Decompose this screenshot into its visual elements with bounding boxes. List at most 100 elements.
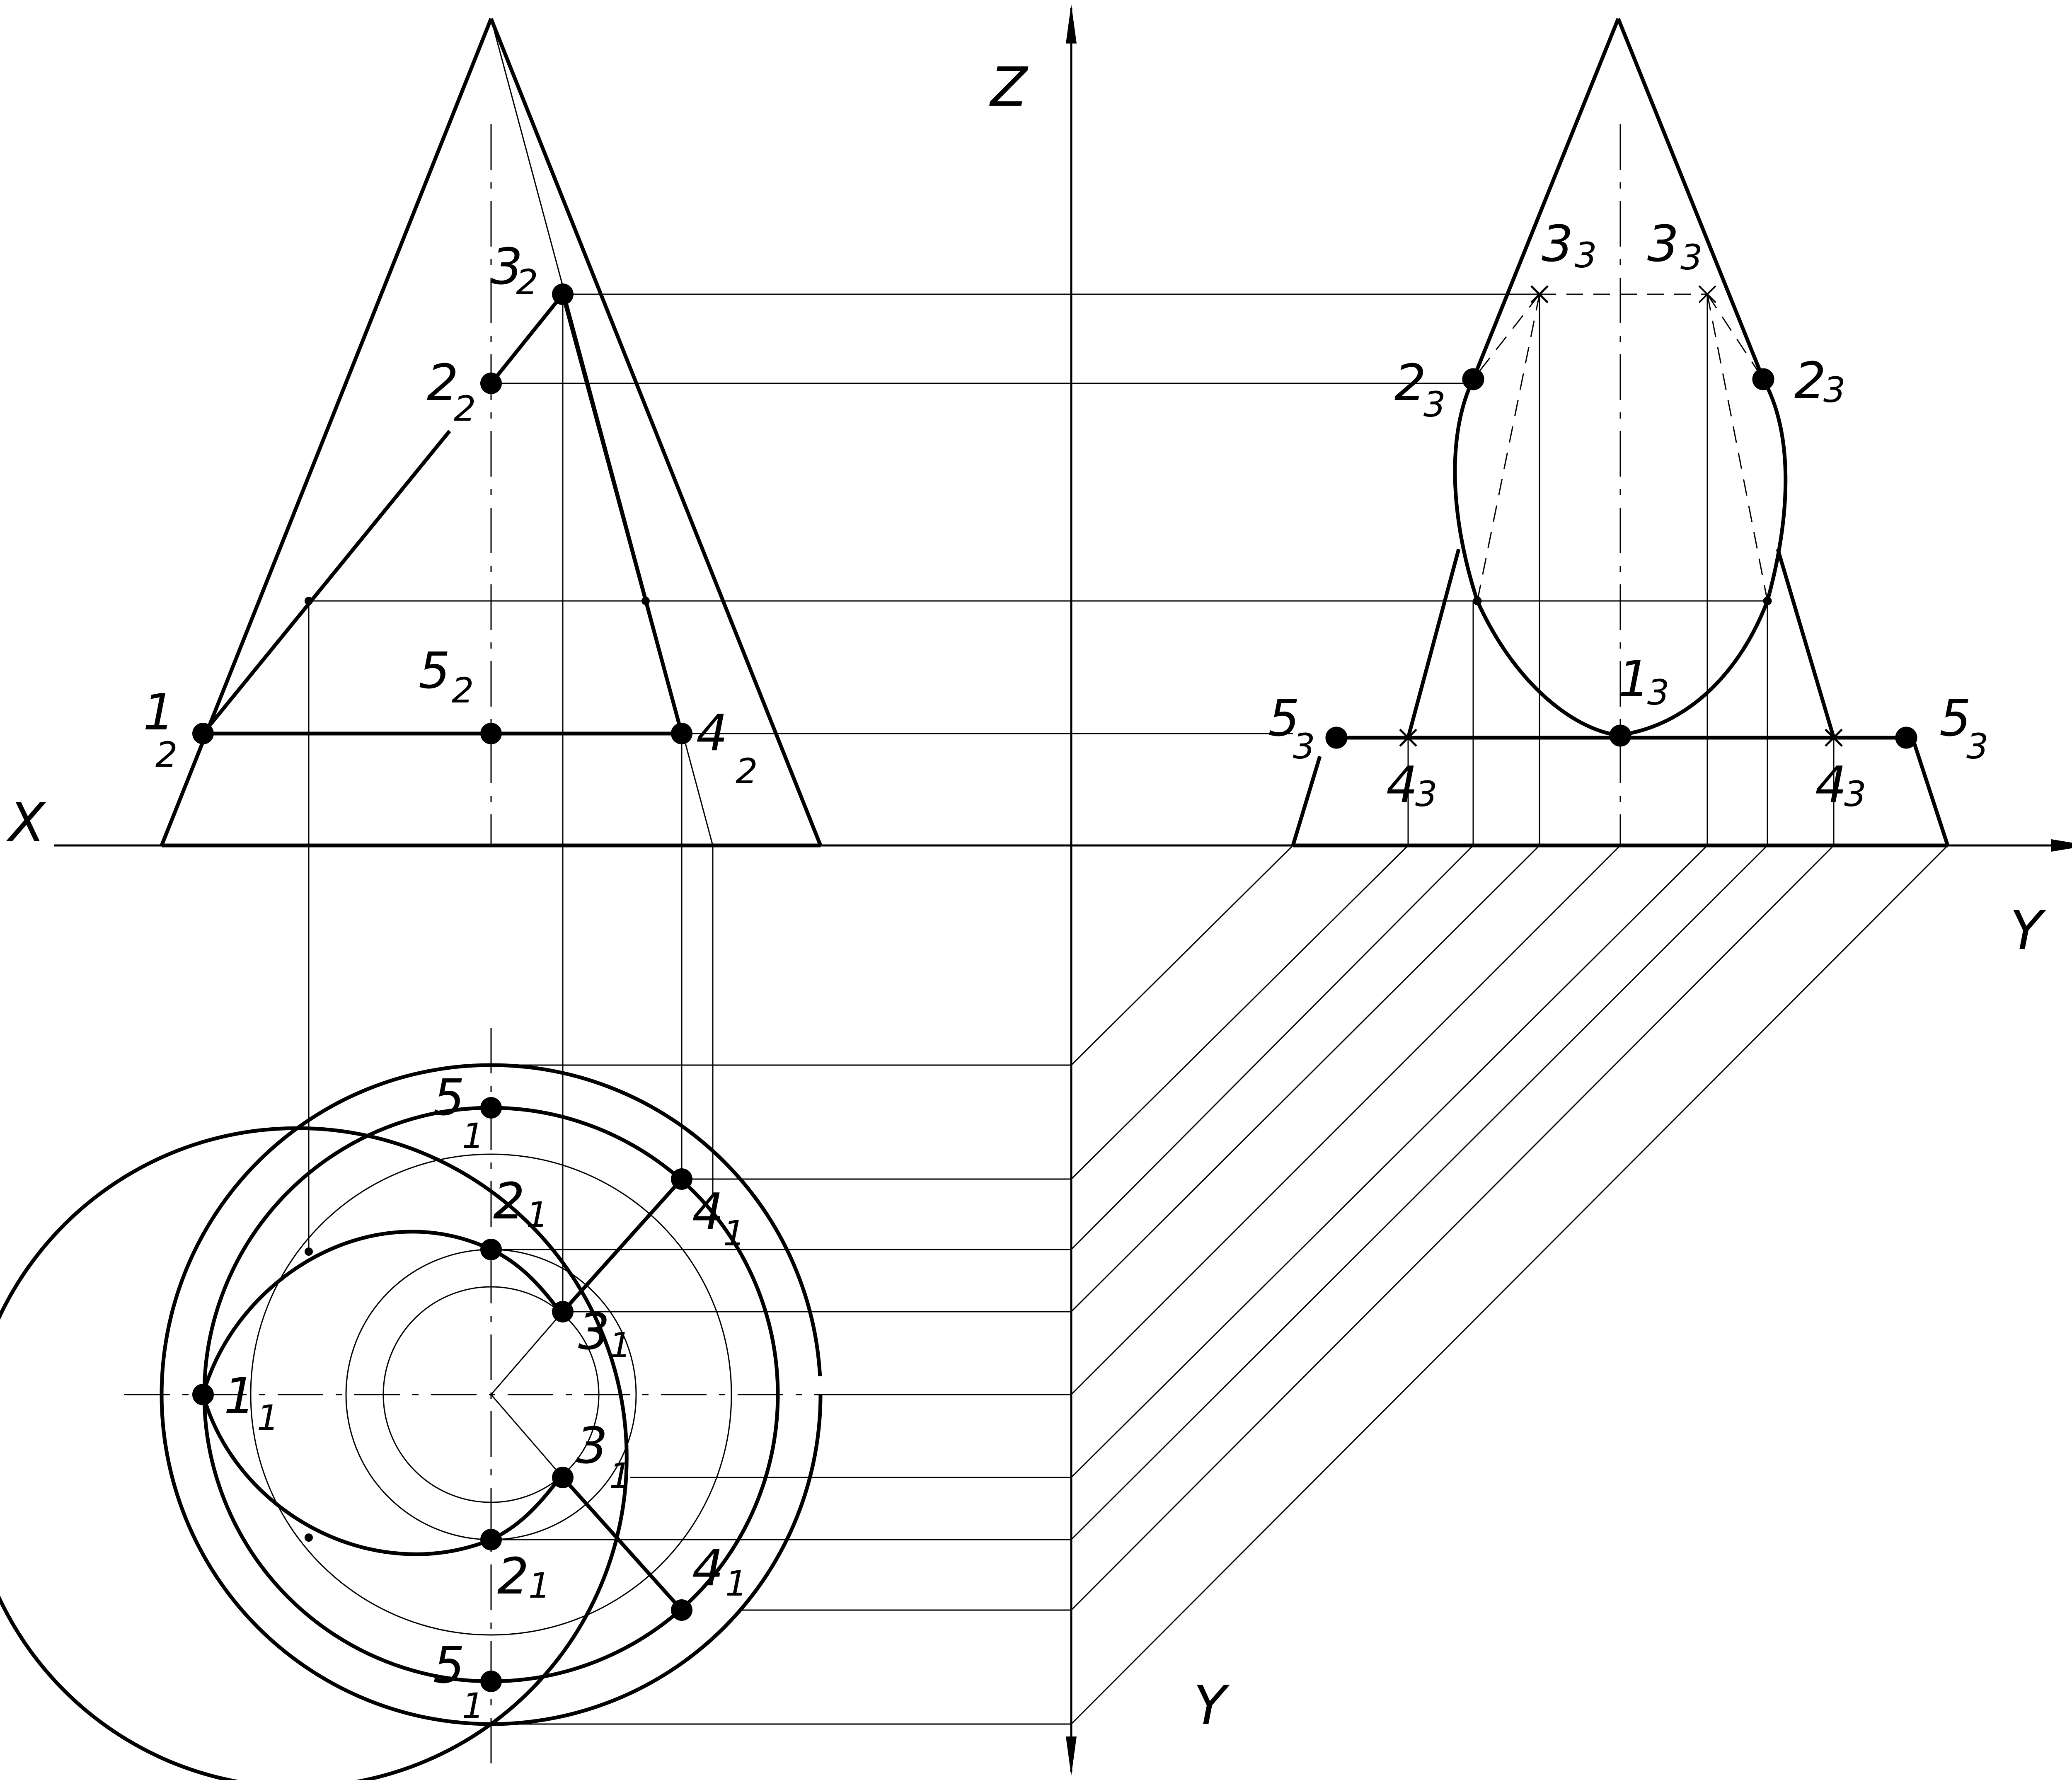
point-5-3-right xyxy=(1895,727,1917,749)
label-4-3-right: 4 xyxy=(1815,756,1847,814)
label-2-1-lower: 2 xyxy=(497,1548,529,1606)
aux-point-top-lower xyxy=(305,1533,313,1542)
label-3-1-lower: 3 xyxy=(576,1417,608,1475)
label-3-3-right: 3 xyxy=(1647,216,1679,273)
label-4-1-upper-sub: 1 xyxy=(723,1213,745,1254)
label-5-2-sub: 2 xyxy=(452,670,474,711)
projection-lines xyxy=(308,293,1949,1725)
label-1-2-sub: 2 xyxy=(155,734,177,775)
label-2-2: 2 xyxy=(427,354,458,412)
cut-line-3-to-4 xyxy=(561,293,684,734)
label-2-1-upper: 2 xyxy=(493,1173,525,1230)
axes xyxy=(54,4,2072,1776)
z-axis-arrow-down xyxy=(1066,1736,1077,1776)
top-view-points xyxy=(192,1097,692,1692)
top-outer-circle xyxy=(0,1126,629,1780)
label-2-2-sub: 2 xyxy=(454,388,476,429)
profile-right-generatrix-lower xyxy=(1776,548,1836,739)
label-4-1-lower-sub: 1 xyxy=(725,1563,747,1604)
label-3-2-sub: 2 xyxy=(516,262,538,303)
label-4-3-right-sub: 3 xyxy=(1844,774,1866,814)
label-1-1-sub: 1 xyxy=(257,1397,279,1438)
point-3-1-lower xyxy=(552,1467,574,1488)
top-section-curve-upper xyxy=(201,1230,563,1395)
point-5-3-left xyxy=(1325,727,1348,749)
profile-base-left-edge xyxy=(1291,756,1322,846)
label-2-1-upper-sub: 1 xyxy=(526,1194,548,1235)
diag-3-left xyxy=(1070,845,1540,1313)
top-line-3-to-4-lower xyxy=(561,1476,683,1612)
diag-2-left xyxy=(1070,845,1474,1250)
label-5-1-upper-sub: 1 xyxy=(462,1116,484,1156)
diag-1 xyxy=(1070,845,1621,1395)
label-5-1-lower: 5 xyxy=(433,1637,465,1695)
label-5-1-upper: 5 xyxy=(433,1069,465,1127)
profile-right-generatrix-upper xyxy=(1616,18,1765,380)
label-4-1-upper: 4 xyxy=(692,1183,724,1241)
point-1-3 xyxy=(1609,724,1631,747)
front-view xyxy=(160,18,823,848)
profile-section-curve-left xyxy=(1453,378,1621,738)
point-5-2 xyxy=(480,723,502,744)
axis-label-z: Z xyxy=(989,56,1029,119)
label-4-3-left-sub: 3 xyxy=(1415,774,1437,814)
point-1-1 xyxy=(192,1384,214,1405)
y-axis-arrow xyxy=(2051,839,2072,852)
label-5-3-left: 5 xyxy=(1268,690,1300,748)
label-5-2: 5 xyxy=(419,642,450,700)
profile-base-right-edge xyxy=(1910,737,1950,846)
label-3-3-left: 3 xyxy=(1542,216,1573,273)
axis-label-x: X xyxy=(6,791,46,854)
diag-4-right xyxy=(1070,845,1835,1611)
diag-4-left xyxy=(1070,845,1409,1180)
top-construction-circle-small xyxy=(382,1286,600,1503)
profile-left-generatrix-lower xyxy=(1406,548,1461,739)
label-5-1-lower-sub: 1 xyxy=(462,1686,484,1726)
point-2-3-left xyxy=(1462,368,1484,390)
point-2-3-right xyxy=(1752,368,1774,390)
label-5-3-right-sub: 3 xyxy=(1966,726,1988,767)
point-5-1-lower xyxy=(480,1671,502,1692)
label-2-3-left-sub: 3 xyxy=(1423,384,1445,425)
label-5-3-left-sub: 3 xyxy=(1293,726,1315,767)
diag-5-right xyxy=(1070,845,1949,1725)
label-3-1-upper: 3 xyxy=(578,1303,610,1361)
label-2-3-right-sub: 3 xyxy=(1823,370,1845,410)
hidden-line-3-left-to-2 xyxy=(1472,294,1540,380)
axis-label-y-bottom: Y xyxy=(1193,1674,1230,1737)
label-1-2: 1 xyxy=(143,684,174,741)
top-view xyxy=(0,1028,845,1780)
front-view-labels: 1 2 2 2 3 2 4 2 5 2 xyxy=(143,238,758,792)
point-4-1-lower xyxy=(671,1599,692,1621)
top-section-curve-lower xyxy=(201,1394,563,1556)
label-3-3-right-sub: 3 xyxy=(1680,237,1702,278)
label-3-1-lower-sub: 1 xyxy=(609,1455,631,1496)
profile-left-generatrix-upper xyxy=(1471,18,1620,380)
cone-right-generatrix xyxy=(489,18,823,846)
profile-view-labels: 1 3 2 3 2 3 3 3 3 3 4 3 4 3 5 3 5 3 xyxy=(1268,216,1988,814)
label-4-2-sub: 2 xyxy=(736,751,758,792)
top-construction-circle-large xyxy=(250,1153,732,1636)
label-3-1-upper-sub: 1 xyxy=(609,1325,631,1366)
top-line-3-to-4-upper xyxy=(561,1177,683,1313)
axis-label-y-right: Y xyxy=(2010,899,2046,962)
point-1-2 xyxy=(192,723,214,744)
profile-view-points xyxy=(1325,285,1917,749)
top-thin-radius-lower xyxy=(490,1394,564,1478)
diag-3-right xyxy=(1070,845,1708,1478)
label-3-3-left-sub: 3 xyxy=(1575,235,1597,276)
label-1-3-sub: 3 xyxy=(1647,672,1669,713)
top-thin-radius-upper xyxy=(490,1311,564,1395)
hidden-line-3-right-to-2 xyxy=(1706,294,1764,380)
label-4-3-left: 4 xyxy=(1386,756,1418,814)
label-3-2: 3 xyxy=(491,238,523,296)
z-axis-arrow-up xyxy=(1066,4,1077,44)
label-2-1-lower-sub: 1 xyxy=(528,1565,550,1606)
profile-view xyxy=(1291,18,1950,848)
label-2-3-right: 2 xyxy=(1794,352,1826,410)
point-5-1-upper xyxy=(480,1097,502,1119)
cut-line-2-to-3 xyxy=(489,293,564,385)
top-view-labels: 1 1 2 1 2 1 3 1 3 1 4 1 4 1 5 1 5 1 xyxy=(224,1069,747,1726)
diag-5-left xyxy=(1070,845,1294,1066)
